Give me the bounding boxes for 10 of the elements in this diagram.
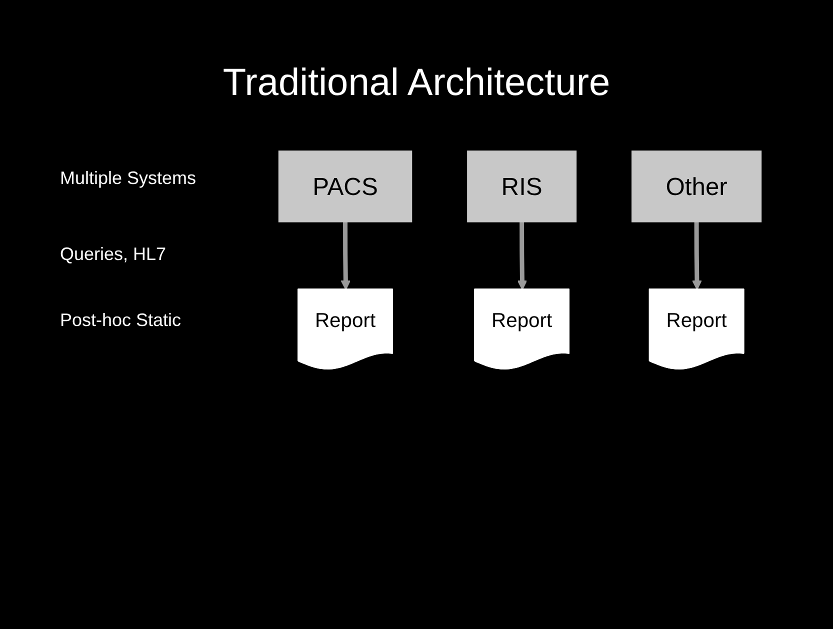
row-label: Queries, HL7	[60, 244, 168, 265]
node-box: Other	[632, 150, 762, 222]
arrow	[340, 222, 351, 290]
arrow	[517, 222, 528, 290]
title: Traditional Architecture	[222, 62, 612, 105]
arrow	[692, 222, 702, 290]
node-box: RIS	[467, 150, 577, 222]
row-label: Multiple Systems	[60, 168, 198, 189]
node-box: PACS	[278, 150, 412, 222]
row-label: Post-hoc Static	[60, 310, 182, 331]
